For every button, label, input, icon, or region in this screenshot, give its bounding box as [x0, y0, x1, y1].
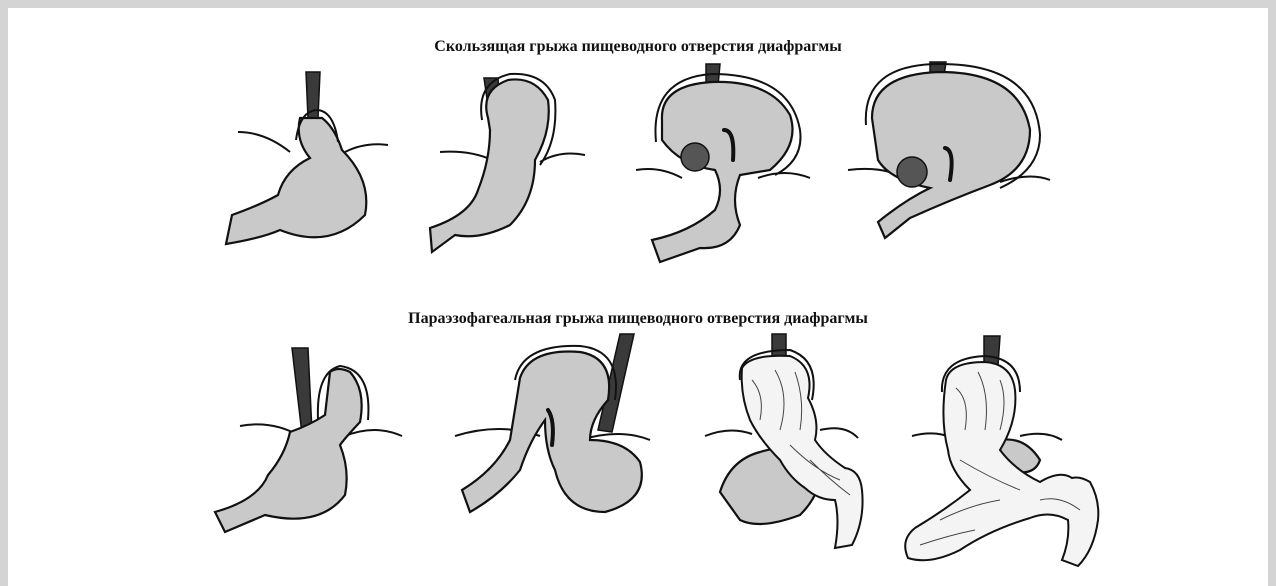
sliding-stage-2 [430, 74, 585, 252]
paraesophageal-stage-4 [905, 336, 1098, 566]
paraesophageal-stage-2 [455, 334, 650, 512]
paraesophageal-stage-1 [215, 348, 402, 532]
stomach-fundus-shadow [897, 157, 927, 187]
sliding-stage-1 [226, 72, 388, 244]
sliding-stage-4 [848, 62, 1050, 238]
sliding-stage-3 [636, 64, 810, 262]
paraesophageal-stage-3 [705, 334, 863, 548]
stomach-fundus-shadow [681, 143, 709, 171]
